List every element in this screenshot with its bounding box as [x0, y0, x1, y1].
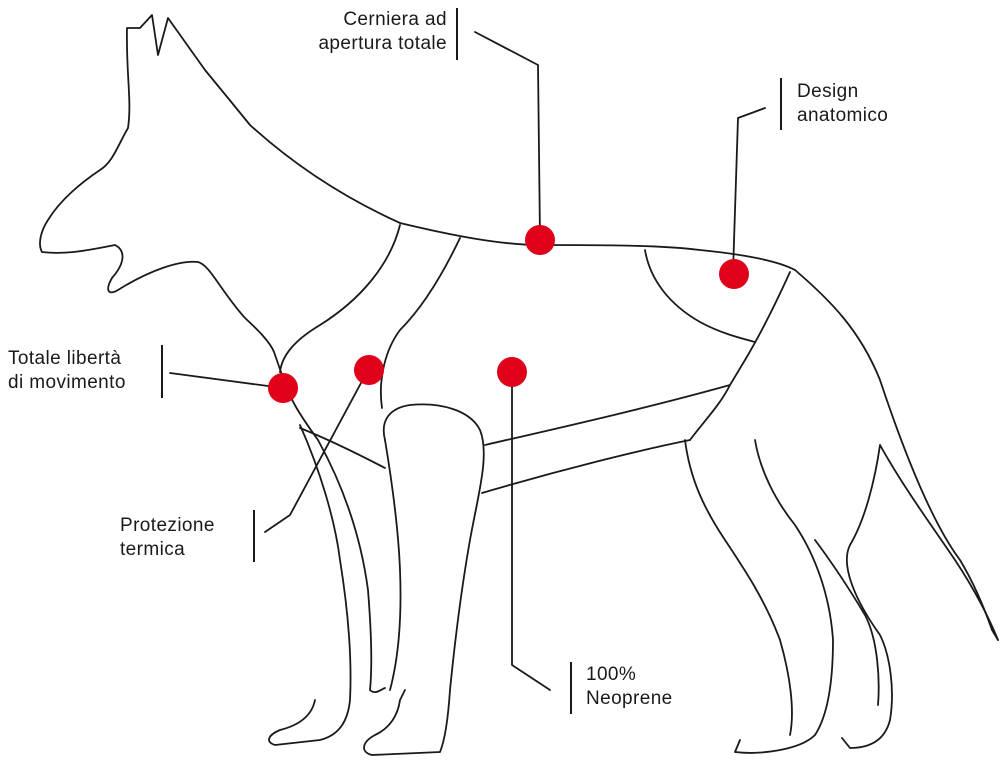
- freedom-leader-line: [169, 372, 284, 389]
- dog-outline: [39, 14, 999, 756]
- freedom-label-line2: di movimento: [8, 372, 126, 393]
- design-label-line1: Design: [797, 81, 859, 102]
- design-label: Design anatomico: [797, 80, 888, 128]
- thermal-marker: [354, 355, 384, 385]
- thermal-label-line2: termica: [120, 539, 186, 560]
- zip-leader-line: [474, 31, 541, 239]
- neoprene-label: 100% Neoprene: [586, 663, 673, 711]
- neoprene-leader-line: [511, 372, 551, 691]
- neoprene-marker: [497, 357, 527, 387]
- freedom-label: Totale libertà di movimento: [8, 347, 126, 395]
- design-leader-line: [732, 107, 766, 273]
- design-label-line2: anatomico: [797, 105, 889, 126]
- feature-markers: [268, 225, 749, 403]
- freedom-marker: [268, 373, 298, 403]
- neoprene-label-line1: 100%: [586, 664, 637, 685]
- neoprene-label-line2: Neoprene: [586, 688, 673, 709]
- freedom-label-line1: Totale libertà: [8, 348, 122, 369]
- design-marker: [719, 259, 749, 289]
- zip-marker: [525, 225, 555, 255]
- thermal-leader-line: [264, 369, 369, 533]
- thermal-label: Protezione termica: [120, 514, 215, 562]
- zip-label: Cerniera ad apertura totale: [250, 8, 447, 56]
- zip-label-line1: Cerniera ad: [343, 9, 447, 30]
- thermal-label-line1: Protezione: [120, 515, 215, 536]
- zip-label-line2: apertura totale: [318, 33, 447, 54]
- callout-lines: [161, 8, 782, 714]
